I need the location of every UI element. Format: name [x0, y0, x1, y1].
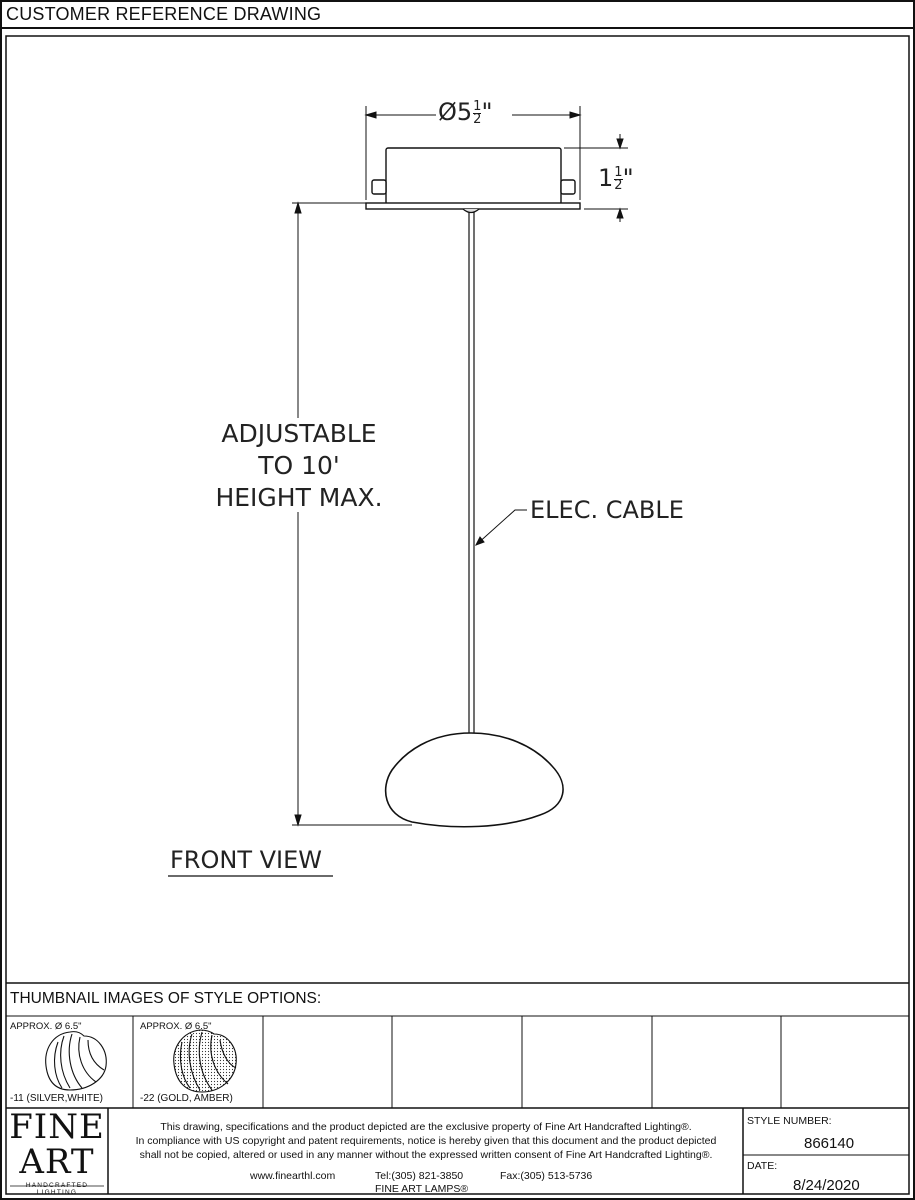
cable-leader	[474, 509, 527, 546]
height-unit: "	[622, 164, 634, 192]
thumbnails-title: THUMBNAIL IMAGES OF STYLE OPTIONS:	[10, 990, 322, 1007]
thumbnail-1-code: -11 (SILVER,WHITE)	[10, 1093, 103, 1104]
date-label: DATE:	[747, 1160, 778, 1172]
diameter-value: Ø5	[438, 98, 473, 126]
height-frac-den: 2	[614, 177, 623, 193]
diameter-dimension	[364, 106, 582, 200]
overall-height-dimension	[292, 201, 412, 827]
page-title: CUSTOMER REFERENCE DRAWING	[6, 4, 322, 24]
thumbnail-2-image	[173, 1029, 237, 1093]
diameter-unit: "	[481, 98, 493, 126]
diameter-frac-den: 2	[473, 111, 482, 127]
cable-label: ELEC. CABLE	[530, 496, 684, 524]
height-frac-num: 1	[614, 164, 623, 180]
logo-line-1: FINE	[9, 1107, 105, 1147]
inner-frame	[5, 35, 910, 1195]
thumbnail-1-size: APPROX. Ø 6.5"	[10, 1021, 82, 1032]
cable	[462, 208, 480, 738]
view-label: FRONT VIEW	[170, 846, 323, 874]
brand-name: FINE ART LAMPS®	[375, 1183, 469, 1195]
thumb-cell-dividers	[132, 1016, 782, 1108]
style-number-value: 866140	[804, 1135, 855, 1152]
date-value: 8/24/2020	[793, 1177, 860, 1194]
style-number-label: STYLE NUMBER:	[747, 1115, 832, 1127]
website-link[interactable]: www.finearthl.com	[250, 1170, 336, 1182]
telephone: Tel:(305) 821-3850	[375, 1170, 464, 1182]
adjustable-line-2: TO 10'	[258, 451, 340, 480]
legal-line-2: In compliance with US copyright and pate…	[135, 1135, 717, 1147]
logo-line-2: ART	[19, 1142, 95, 1182]
adjustable-height-note: ADJUSTABLE TO 10' HEIGHT MAX.	[199, 418, 399, 514]
canopy-height-dimension	[564, 134, 628, 222]
diameter-frac-num: 1	[473, 98, 482, 114]
fax: Fax:(305) 513-5736	[500, 1170, 593, 1182]
thumbnail-2-code: -22 (GOLD, AMBER)	[140, 1093, 233, 1104]
canopy	[365, 147, 581, 210]
legal-notice: This drawing, specifications and the pro…	[110, 1120, 742, 1162]
legal-line-3: shall not be copied, altered or used in …	[139, 1149, 713, 1161]
glass-shade	[384, 732, 564, 828]
legal-line-1: This drawing, specifications and the pro…	[160, 1121, 692, 1133]
adjustable-line-1: ADJUSTABLE	[221, 419, 377, 448]
height-whole: 1	[598, 164, 614, 192]
adjustable-line-3: HEIGHT MAX.	[215, 483, 383, 512]
thumbnail-1-image	[45, 1031, 107, 1091]
logo-tagline: HANDCRAFTED LIGHTING	[25, 1182, 89, 1196]
thumbnail-2-size: APPROX. Ø 6.5"	[140, 1021, 212, 1032]
company-logo: FINE ART HANDCRAFTED LIGHTING	[8, 1110, 106, 1196]
